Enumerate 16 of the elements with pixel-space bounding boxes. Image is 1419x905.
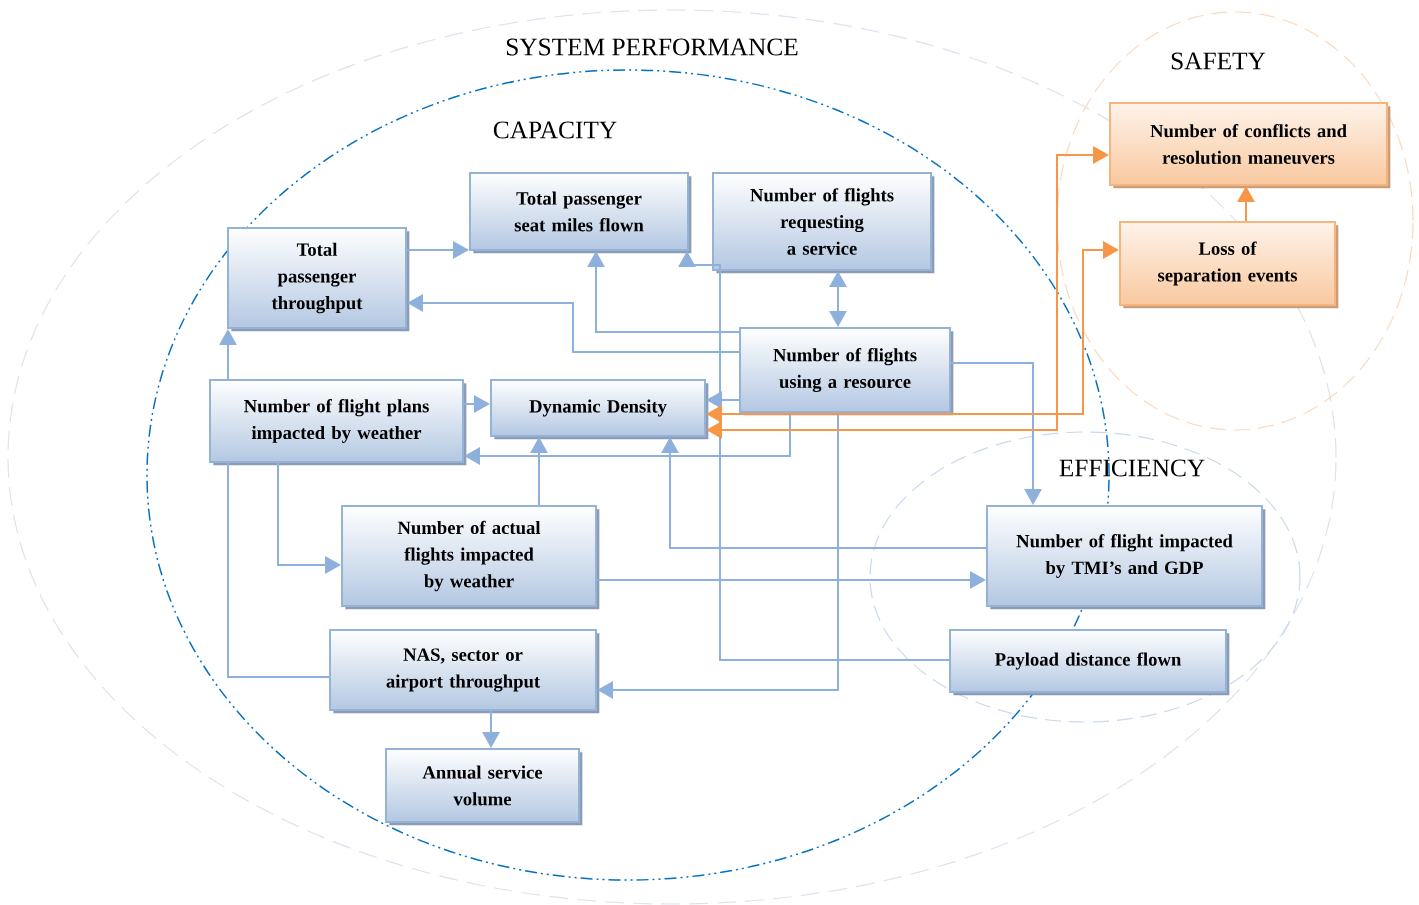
process-box: Loss of separation events: [1119, 221, 1339, 309]
process-box: Number of flights requesting a service: [712, 172, 935, 274]
process-box: NAS, sector or airport throughput: [329, 629, 600, 714]
process-box: Number of flights using a resource: [739, 327, 954, 416]
region-heading: SAFETY: [1171, 52, 1266, 70]
region-heading: SYSTEM PERFORMANCE: [506, 38, 798, 56]
process-box: Dynamic Density: [490, 379, 709, 440]
process-box: Payload distance flown: [949, 629, 1230, 696]
process-box: Total passenger seat miles flown: [469, 172, 692, 254]
region-heading: CAPACITY: [493, 121, 617, 139]
process-box: Number of conflicts and resolution maneuvers: [1109, 102, 1391, 189]
process-box: Number of flight plans impacted by weather: [209, 379, 467, 466]
process-box: Annual service volume: [385, 748, 583, 826]
process-box: Number of actual flights impacted by weather: [341, 505, 600, 610]
process-box: Total passenger throughput: [227, 227, 410, 332]
process-box: Number of flight impacted by TMI’s and GDP: [986, 505, 1266, 610]
